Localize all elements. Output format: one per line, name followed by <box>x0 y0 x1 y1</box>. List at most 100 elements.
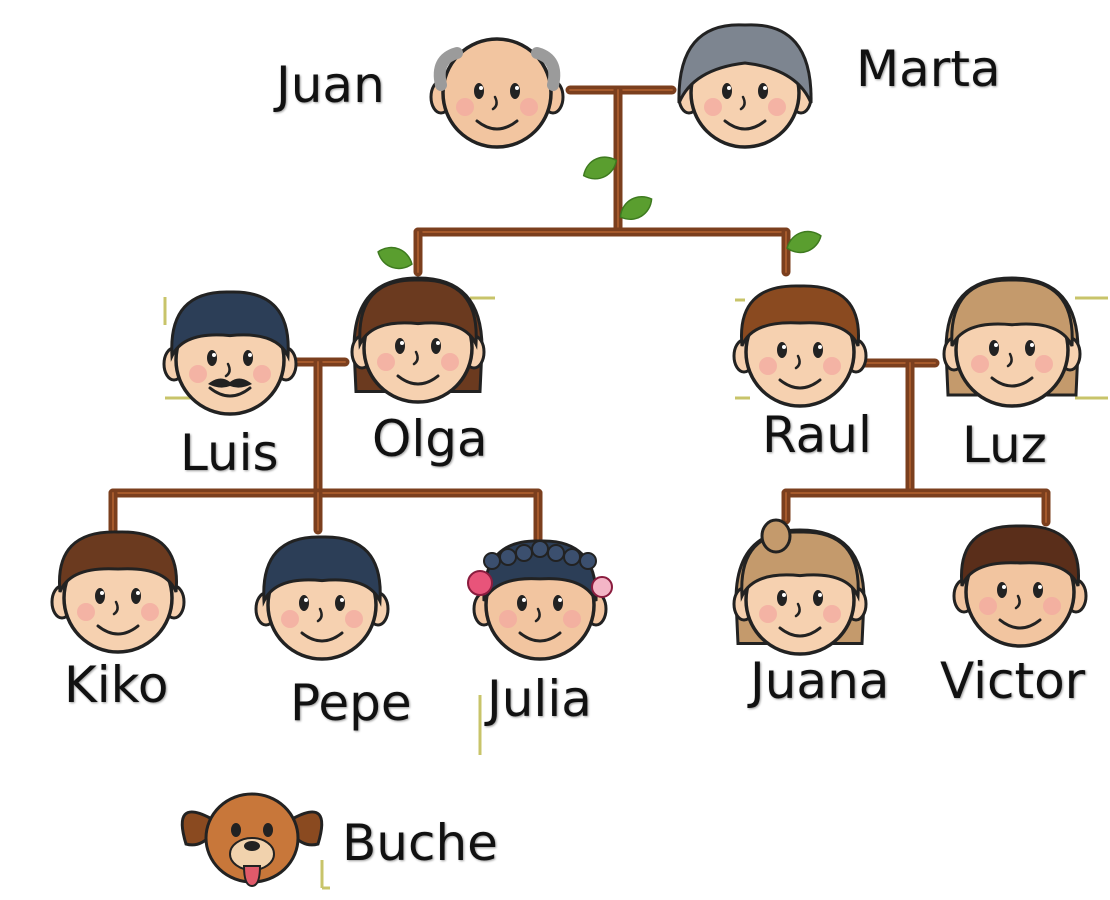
eye-shine <box>340 598 344 602</box>
cheek <box>823 357 841 375</box>
cheek <box>499 610 517 628</box>
leaf <box>786 230 822 254</box>
eye-shine <box>558 598 562 602</box>
hair <box>433 47 463 91</box>
smile <box>396 374 440 386</box>
cheek <box>759 357 777 375</box>
hair <box>358 278 478 350</box>
eye-shine <box>782 593 786 597</box>
eye-shine <box>248 353 252 357</box>
hair <box>739 284 861 347</box>
nose <box>1014 594 1021 610</box>
eye-shine <box>1002 585 1006 589</box>
tree-leaves <box>377 156 822 270</box>
tree-branches <box>108 85 1051 545</box>
eye-shine <box>479 86 483 90</box>
head <box>441 37 553 149</box>
cheek <box>563 610 581 628</box>
cheek <box>77 603 95 621</box>
eye-shine <box>304 598 308 602</box>
smile <box>518 631 562 643</box>
smile <box>475 119 519 131</box>
eye <box>263 823 273 837</box>
face-juana <box>732 518 868 656</box>
face-marta <box>677 23 813 149</box>
eye-shine <box>994 343 998 347</box>
eye-shine <box>818 345 822 349</box>
name-label-marta: Marta <box>856 40 1001 98</box>
eye-shine <box>436 341 440 345</box>
name-label-luis: Luis <box>180 424 279 482</box>
family-faces <box>50 23 1088 888</box>
name-label-julia: Julia <box>487 670 592 728</box>
cheek <box>456 98 474 116</box>
hair <box>950 278 1074 347</box>
name-label-juana: Juana <box>750 652 890 710</box>
cheek <box>520 98 538 116</box>
flower <box>467 570 493 596</box>
nose <box>412 350 419 366</box>
hair <box>959 524 1081 587</box>
eye-shine <box>727 86 731 90</box>
smile <box>778 626 822 638</box>
cheek <box>759 605 777 623</box>
hair <box>677 23 813 104</box>
eye-shine <box>763 86 767 90</box>
eye-shine <box>782 345 786 349</box>
name-label-pepe: Pepe <box>290 674 412 732</box>
cheek <box>823 605 841 623</box>
name-label-olga: Olga <box>372 410 488 468</box>
face-luis <box>162 290 298 416</box>
decorative-accent-lines <box>163 296 1108 890</box>
eye-shine <box>136 591 140 595</box>
face-kiko <box>50 530 186 654</box>
name-label-kiko: Kiko <box>64 656 169 714</box>
smile <box>998 618 1042 630</box>
face-victor <box>952 524 1088 648</box>
eye-shine <box>100 591 104 595</box>
name-label-juan: Juan <box>276 56 385 114</box>
nose <box>534 607 541 623</box>
nose <box>224 362 231 378</box>
hair <box>531 47 561 91</box>
leaf <box>619 195 653 220</box>
cheek <box>345 610 363 628</box>
cheek <box>979 597 997 615</box>
cheek <box>704 98 722 116</box>
eye-shine <box>522 598 526 602</box>
cheek <box>189 365 207 383</box>
mustache <box>208 378 252 388</box>
eye-shine <box>400 341 404 345</box>
eye-shine <box>515 86 519 90</box>
name-label-luz: Luz <box>962 416 1047 474</box>
ponytail-bun <box>760 518 792 554</box>
name-label-buche: Buche <box>342 814 498 872</box>
nose <box>112 600 119 616</box>
cheek <box>141 603 159 621</box>
face-julia <box>467 539 613 661</box>
cheek <box>377 353 395 371</box>
cheek <box>441 353 459 371</box>
flower <box>591 576 613 598</box>
dog-nose <box>244 841 260 851</box>
face-juan <box>429 37 565 149</box>
name-label-raul: Raul <box>762 406 872 464</box>
dog-tongue <box>242 865 262 888</box>
nose <box>491 95 498 111</box>
eye-shine <box>1038 585 1042 589</box>
smile <box>723 119 767 131</box>
face-olga <box>350 276 486 404</box>
smile <box>778 378 822 390</box>
nose <box>794 354 801 370</box>
cheek <box>971 355 989 373</box>
cheek <box>1043 597 1061 615</box>
hair <box>170 290 290 362</box>
smile <box>990 376 1034 388</box>
eye <box>231 823 241 837</box>
cheek <box>1035 355 1053 373</box>
hair <box>262 535 382 607</box>
eye-shine <box>212 353 216 357</box>
nose <box>794 602 801 618</box>
nose <box>1006 352 1013 368</box>
